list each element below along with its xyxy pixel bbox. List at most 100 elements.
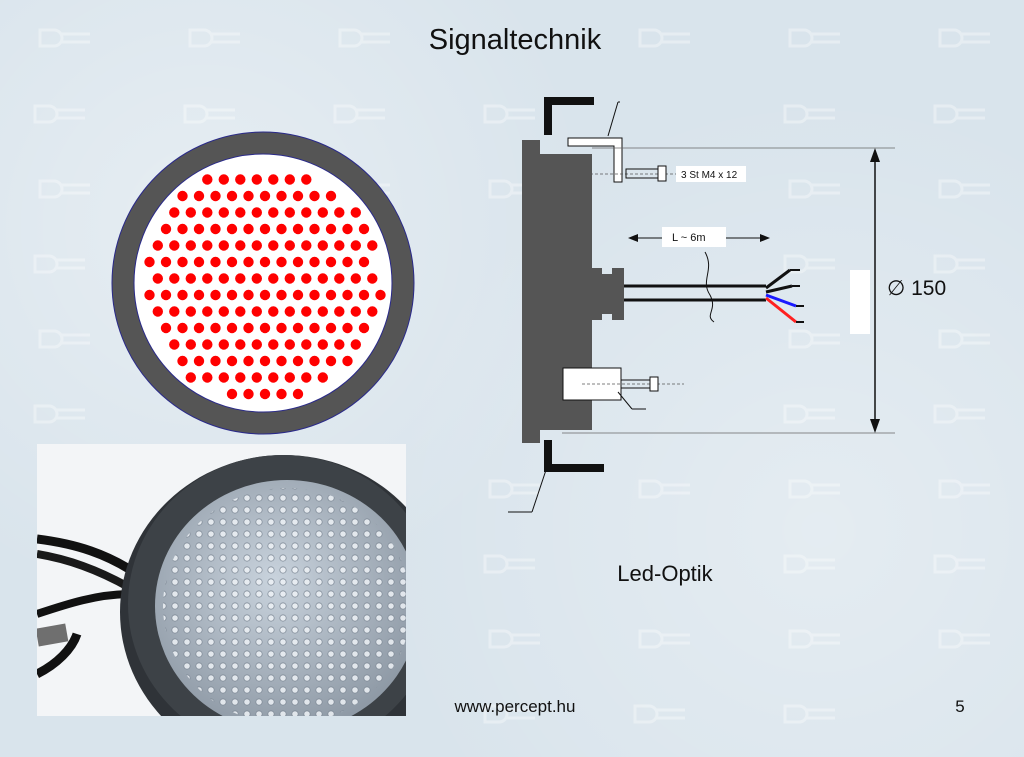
led-dot [301, 339, 312, 350]
led-dot [325, 223, 337, 235]
led-dot [342, 355, 353, 367]
led-dot [268, 273, 279, 284]
led-dot [268, 372, 279, 383]
led-dot [226, 355, 238, 367]
led-dot [292, 355, 304, 367]
led-dot-grid [144, 174, 386, 400]
led-dot [185, 339, 196, 350]
led-dot [226, 256, 238, 268]
led-dot [334, 273, 345, 284]
led-dot [177, 223, 188, 235]
led-dot [202, 372, 213, 383]
led-dot [243, 388, 254, 400]
led-dot [284, 306, 295, 317]
led-dot [259, 289, 271, 301]
led-dot [218, 174, 229, 185]
led-dot [309, 322, 320, 334]
led-dot [292, 256, 304, 268]
housing-flange [522, 140, 540, 443]
led-dot [185, 240, 196, 251]
led-dot [243, 223, 254, 235]
led-dot [235, 339, 246, 350]
led-dot [301, 174, 312, 185]
led-dot [152, 306, 163, 317]
led-dot [226, 322, 238, 334]
led-dot [177, 322, 188, 334]
led-dot [342, 289, 353, 301]
led-dot [177, 355, 188, 367]
wire-red [765, 296, 797, 324]
led-dot [152, 273, 163, 284]
led-dot [251, 273, 262, 284]
led-dot [235, 174, 246, 185]
led-dot [334, 240, 345, 251]
led-dot [185, 207, 196, 218]
led-dot [268, 306, 279, 317]
led-dot [144, 256, 155, 268]
led-dot [292, 289, 304, 301]
led-dot [367, 240, 378, 251]
led-dot [169, 306, 180, 317]
led-dot [268, 174, 279, 185]
led-dot [342, 223, 353, 235]
led-dot [325, 322, 337, 334]
led-dot [276, 256, 287, 268]
led-dot [292, 190, 304, 202]
led-dot [358, 223, 370, 235]
led-dot [226, 388, 238, 400]
led-dot [309, 289, 320, 301]
led-dot [144, 289, 155, 301]
led-dot [210, 190, 221, 202]
led-dot [193, 289, 205, 301]
led-dot [309, 190, 320, 202]
led-dot [177, 289, 188, 301]
led-dot [251, 372, 262, 383]
led-dot [202, 207, 213, 218]
led-dot [185, 273, 196, 284]
led-dot [317, 273, 328, 284]
led-dot [226, 289, 238, 301]
led-dot [177, 256, 188, 268]
bottom-bracket [544, 440, 552, 470]
led-dot [259, 190, 271, 202]
led-dot [218, 372, 229, 383]
led-dot [325, 256, 337, 268]
led-dot [309, 223, 320, 235]
led-dot [276, 190, 287, 202]
led-dot [317, 339, 328, 350]
drawing-caption: Led-Optik [617, 561, 713, 586]
led-dot [325, 190, 337, 202]
led-dot [160, 289, 172, 301]
led-dot [169, 273, 180, 284]
led-optic-photo-image [37, 444, 406, 716]
led-dot [193, 256, 205, 268]
wire-blue [765, 293, 797, 308]
wire-black-2 [765, 284, 793, 294]
led-dot [350, 273, 361, 284]
mounting-clip [567, 137, 623, 183]
led-dot [169, 240, 180, 251]
led-dot [325, 355, 337, 367]
led-dot [193, 223, 205, 235]
led-front-view [111, 131, 415, 435]
footer-url[interactable]: www.percept.hu [454, 697, 576, 716]
cable-length-label: L ~ 6m [672, 232, 706, 244]
led-dot [284, 372, 295, 383]
page-number: 5 [955, 697, 965, 716]
led-dot [218, 207, 229, 218]
led-dot [226, 223, 238, 235]
led-dot [268, 240, 279, 251]
led-dot [375, 289, 386, 301]
cable-gland [592, 268, 602, 320]
led-dot [251, 207, 262, 218]
led-dot [301, 306, 312, 317]
led-dot [342, 322, 353, 334]
side-view-drawing: ∅ 150 3 St M4 x 12 L ~ 6m [508, 97, 946, 513]
led-dot [358, 322, 370, 334]
led-dot [309, 256, 320, 268]
led-dot [210, 322, 221, 334]
led-dot [218, 339, 229, 350]
led-dot [350, 240, 361, 251]
led-dot [202, 240, 213, 251]
led-dot [218, 273, 229, 284]
